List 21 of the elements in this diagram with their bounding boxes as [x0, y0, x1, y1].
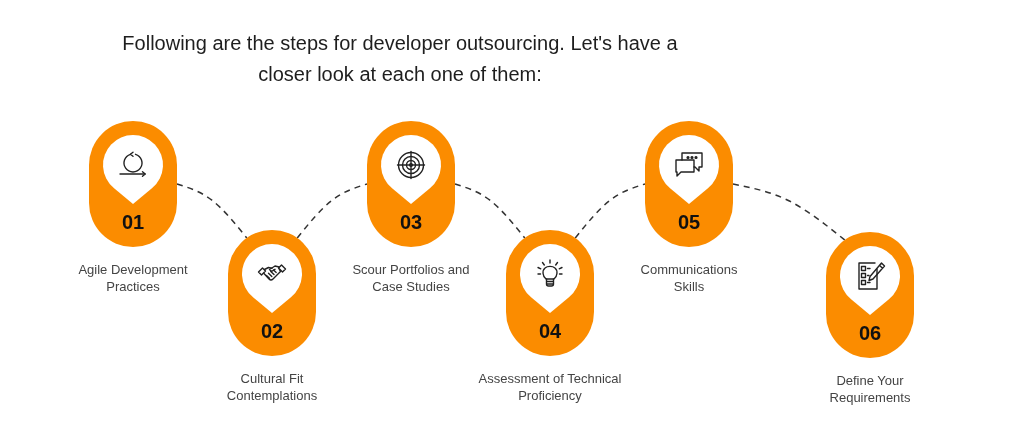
- step-marker: [228, 230, 316, 356]
- step-marker: [506, 230, 594, 356]
- step-number: 01: [120, 210, 146, 234]
- step-number: 06: [857, 321, 883, 345]
- step-number: 05: [676, 210, 702, 234]
- step-number: 02: [259, 319, 285, 343]
- step-number: 04: [537, 319, 563, 343]
- step-caption: Communications Skills: [639, 261, 739, 295]
- step-caption: Scour Portfolios and Case Studies: [351, 261, 471, 295]
- dashed-connector: [454, 183, 526, 239]
- step-caption: Assessment of Technical Proficiency: [477, 370, 623, 404]
- title: Following are the steps for developer outsourcing. Let's have a closer look at each one of them:: [121, 31, 679, 87]
- step-caption: Define Your Requirements: [828, 372, 912, 406]
- dashed-connector: [176, 183, 248, 239]
- step-caption: Cultural Fit Contemplations: [225, 370, 319, 404]
- dashed-connector: [296, 183, 368, 239]
- dashed-connector: [732, 183, 846, 241]
- step-marker: [826, 232, 914, 358]
- step-caption: Agile Development Practices: [77, 261, 189, 295]
- step-number: 03: [398, 210, 424, 234]
- dashed-connector: [574, 183, 646, 239]
